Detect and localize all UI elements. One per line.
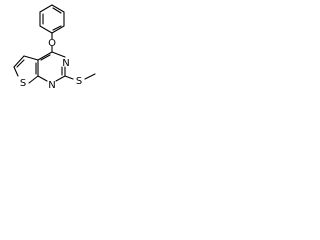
bond	[64, 75, 74, 80]
double-bond-inner	[40, 54, 51, 61]
bond	[37, 51, 53, 61]
double-bond-inner	[52, 7, 62, 14]
pyrimidine-ring	[37, 51, 66, 82]
bond	[13, 66, 19, 77]
bond	[23, 55, 39, 61]
bond	[37, 75, 48, 82]
bond	[39, 25, 53, 34]
atom-label-sulfur-ring: S	[20, 78, 26, 89]
thiophene-ring	[13, 55, 39, 84]
atom-label-sulfur-thioether: S	[76, 76, 82, 87]
double-bond-inner	[52, 25, 62, 31]
bond	[51, 4, 65, 13]
atom-label-nitrogen-lower: N	[48, 80, 55, 91]
bond	[55, 75, 66, 82]
phenyl-ring	[39, 4, 65, 34]
bond	[39, 4, 53, 13]
bond	[51, 25, 65, 34]
atom-label-nitrogen-upper: N	[62, 58, 69, 69]
double-bond-inner	[16, 59, 25, 68]
atom-label-oxygen: O	[48, 38, 56, 49]
bond	[84, 73, 96, 80]
bond	[51, 51, 66, 58]
bond	[13, 55, 25, 68]
bond	[28, 75, 39, 84]
molecule-structure: O N N S S	[13, 4, 96, 91]
